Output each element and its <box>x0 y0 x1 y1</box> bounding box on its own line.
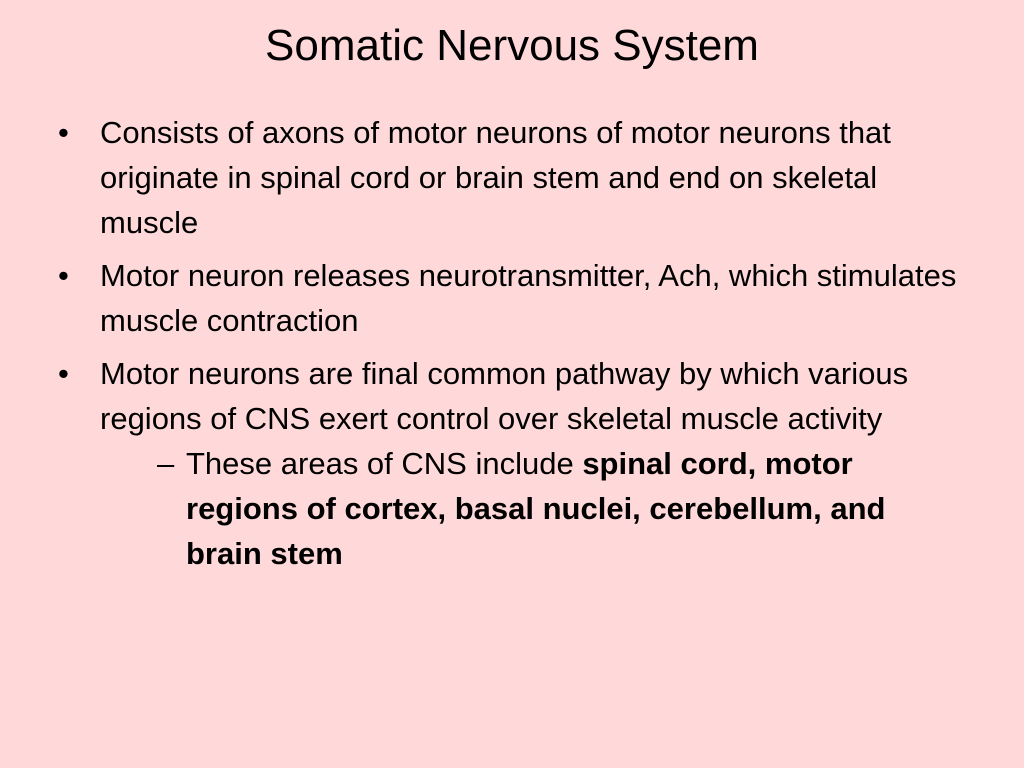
slide-title: Somatic Nervous System <box>265 21 759 70</box>
bullet-text: Motor neuron releases neurotransmitter, … <box>100 258 957 338</box>
bullet-marker: • <box>58 356 69 391</box>
sub-bullet-bold-text: spinal cord, motor regions of cortex, ba… <box>186 446 886 571</box>
bullet-item: • Motor neuron releases neurotransmitter… <box>58 253 968 343</box>
bullet-text: Consists of axons of motor neurons of mo… <box>100 115 891 240</box>
bullet-item: • Motor neurons are final common pathway… <box>58 351 968 576</box>
bullet-text: Motor neurons are final common pathway b… <box>100 356 909 436</box>
sub-bullet-item: – These areas of CNS include spinal cord… <box>100 441 968 576</box>
bullet-marker: • <box>58 258 69 293</box>
bullet-item: • Consists of axons of motor neurons of … <box>58 110 968 245</box>
bullet-marker: • <box>58 115 69 150</box>
sub-bullet-marker: – <box>157 446 175 481</box>
sub-bullet-text: These areas of CNS include <box>186 446 583 481</box>
bullet-list: • Consists of axons of motor neurons of … <box>58 110 968 584</box>
